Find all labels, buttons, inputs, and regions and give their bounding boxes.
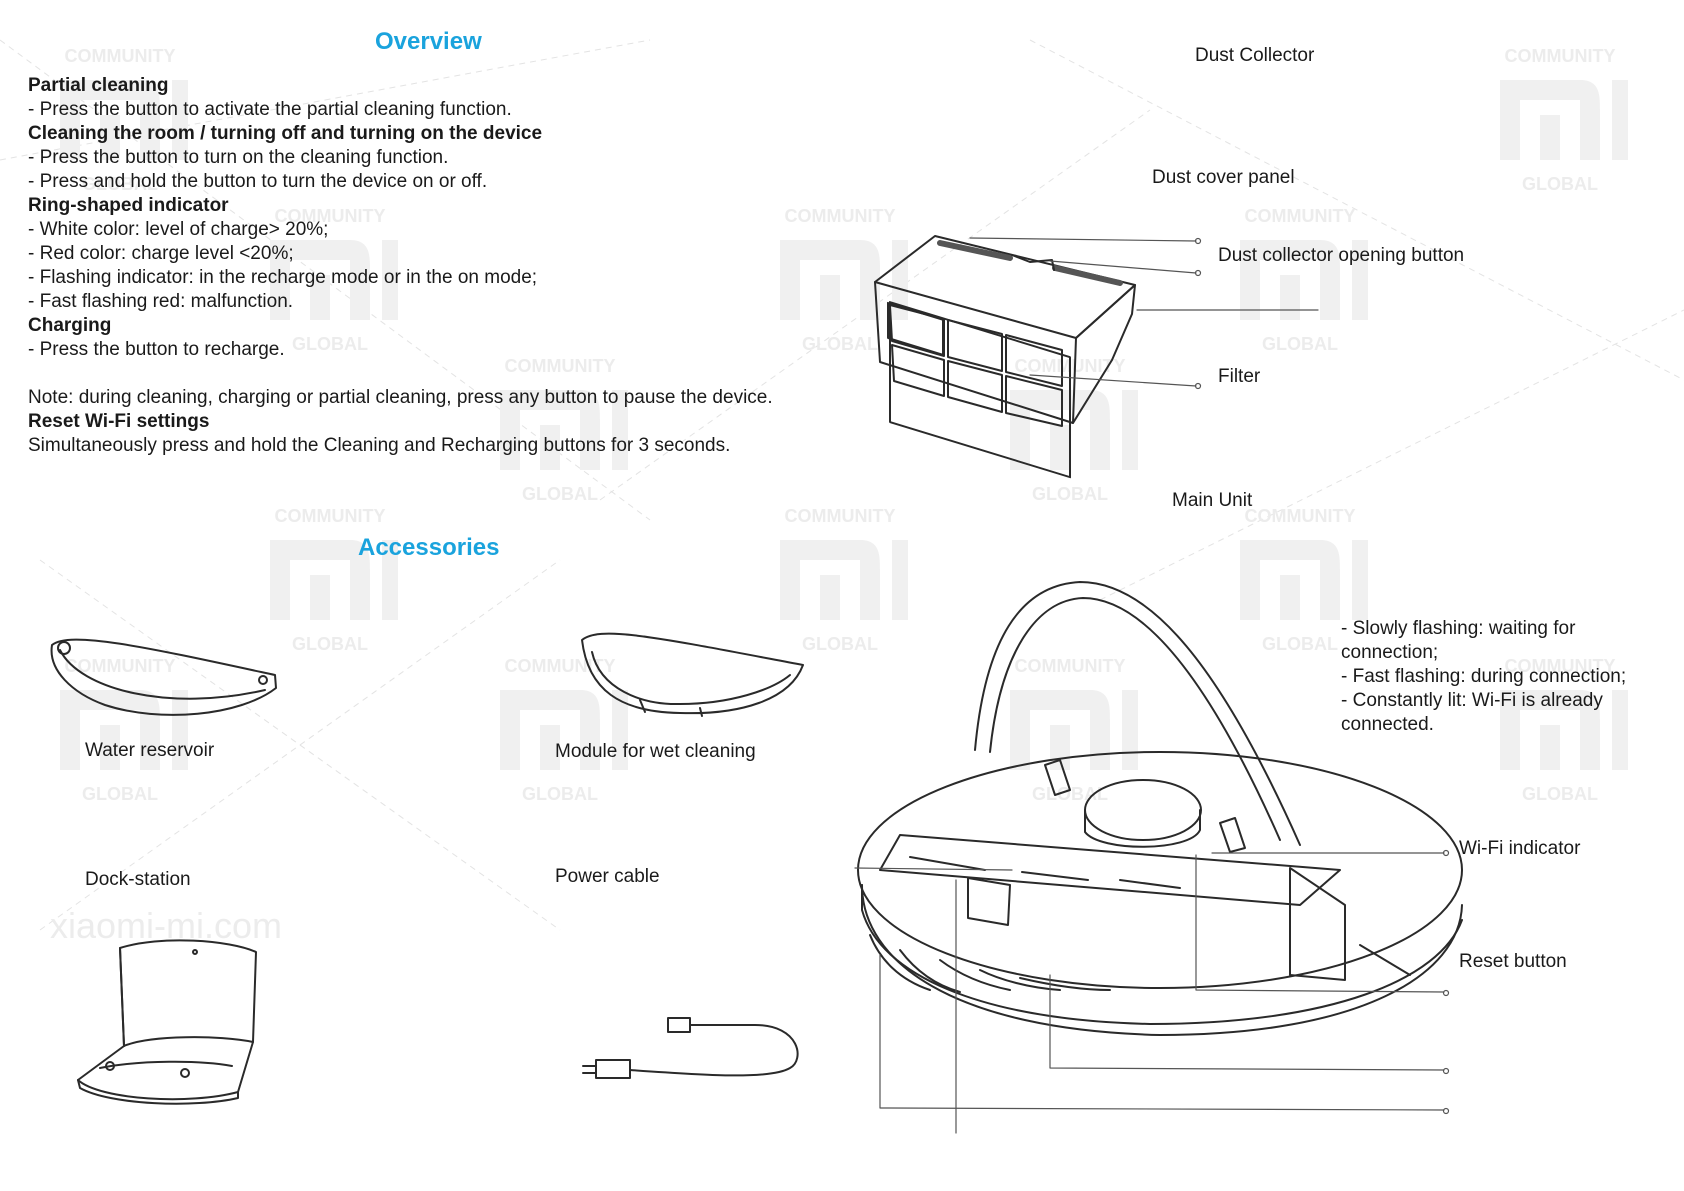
watermark-community-text: COMMUNITY	[65, 46, 176, 66]
dust-collector-title: Dust Collector	[1195, 45, 1315, 66]
main-unit-title: Main Unit	[1172, 490, 1253, 511]
dock-station-illustration	[77, 939, 257, 1105]
watermark-community-text: COMMUNITY	[505, 656, 616, 676]
mi-watermark-logo: COMMUNITY GLOBAL	[270, 506, 398, 654]
watermark-global-text: GLOBAL	[522, 784, 598, 804]
overview-line	[28, 362, 773, 386]
dust-collector-opening-button-label: Dust collector opening button	[1218, 245, 1465, 266]
power-cable-illustration	[582, 1017, 799, 1079]
overview-line: - Press the button to activate the parti…	[28, 99, 512, 120]
overview-subheading: Ring-shaped indicator	[28, 195, 229, 216]
watermark-global-text: GLOBAL	[1032, 484, 1108, 504]
watermark-community-text: COMMUNITY	[65, 656, 176, 676]
watermark-global-text: GLOBAL	[82, 174, 158, 194]
dust-collector-illustration	[874, 235, 1136, 479]
wifi-status-line: connected.	[1341, 714, 1434, 735]
mi-watermark-logo: COMMUNITY GLOBAL	[1240, 506, 1368, 654]
watermark-global-text: GLOBAL	[1262, 334, 1338, 354]
watermark-global-text: GLOBAL	[802, 634, 878, 654]
overview-line: - Flashing indicator: in the recharge mo…	[28, 267, 538, 288]
watermark-global-text: GLOBAL	[802, 334, 878, 354]
accessories-heading: Accessories	[358, 534, 500, 561]
watermark-global-text: GLOBAL	[82, 784, 158, 804]
watermark-community-text: COMMUNITY	[275, 506, 386, 526]
mi-watermark-logo: COMMUNITY GLOBAL	[270, 206, 398, 354]
mi-watermark-logo: COMMUNITY GLOBAL	[780, 506, 908, 654]
watermark-community-text: COMMUNITY	[785, 206, 896, 226]
watermark-community-text: COMMUNITY	[505, 356, 616, 376]
watermark-global-text: GLOBAL	[292, 634, 368, 654]
overview-heading: Overview	[375, 28, 482, 55]
overview-line: - Press the button to recharge.	[28, 339, 285, 360]
water-reservoir-label: Water reservoir	[85, 740, 215, 761]
overview-line: - Press the button to turn on the cleani…	[28, 147, 449, 168]
reset-button-label: Reset button	[1459, 951, 1567, 972]
overview-line: Note: during cleaning, charging or parti…	[28, 387, 773, 408]
watermark-global-text: GLOBAL	[1522, 784, 1598, 804]
watermark-global-text: GLOBAL	[1522, 174, 1598, 194]
mi-watermark-logo: COMMUNITY GLOBAL	[1500, 46, 1628, 194]
overview-subheading: Reset Wi-Fi settings	[28, 411, 210, 432]
watermark-community-text: COMMUNITY	[275, 206, 386, 226]
dock-station-label: Dock-station	[85, 869, 191, 890]
filter-label: Filter	[1218, 366, 1261, 387]
watermark-community-text: COMMUNITY	[1015, 656, 1126, 676]
dust-cover-panel-label: Dust cover panel	[1152, 167, 1295, 188]
mi-watermark-logo: COMMUNITY GLOBAL	[1240, 206, 1368, 354]
wifi-status-line: - Constantly lit: Wi-Fi is already	[1341, 690, 1603, 711]
watermark-community-text: COMMUNITY	[1245, 206, 1356, 226]
wet-module-label: Module for wet cleaning	[555, 741, 756, 762]
mi-watermark-logo: COMMUNITY GLOBAL	[60, 46, 188, 194]
watermark-global-text: GLOBAL	[292, 334, 368, 354]
overview-line: - Red color: charge level <20%;	[28, 243, 294, 264]
overview-line: Simultaneously press and hold the Cleani…	[28, 435, 731, 456]
overview-body: Partial cleaning - Press the button to ac…	[28, 74, 773, 458]
wifi-status-description: - Slowly flashing: waiting for connection…	[1341, 617, 1626, 737]
overview-line: - White color: level of charge> 20%;	[28, 219, 329, 240]
mi-watermark-logo: COMMUNITY GLOBAL	[500, 356, 628, 504]
mi-watermark-logo: COMMUNITY GLOBAL	[1500, 656, 1628, 804]
wifi-status-line: connection;	[1341, 642, 1439, 663]
watermark-site: xiaomi-mi.com	[50, 905, 282, 946]
watermark-community-text: COMMUNITY	[1505, 46, 1616, 66]
power-cable-label: Power cable	[555, 866, 660, 887]
overview-subheading: Charging	[28, 315, 112, 336]
watermark-community-text: COMMUNITY	[1245, 506, 1356, 526]
overview-line: - Fast flashing red: malfunction.	[28, 291, 294, 312]
wifi-status-line: - Fast flashing: during connection;	[1341, 666, 1627, 687]
watermark-community-text: COMMUNITY	[1505, 656, 1616, 676]
watermark-community-text: COMMUNITY	[785, 506, 896, 526]
overview-subheading: Partial cleaning	[28, 75, 169, 96]
watermark-global-text: GLOBAL	[1262, 634, 1338, 654]
wet-cleaning-module-illustration	[581, 632, 804, 717]
overview-subheading: Cleaning the room / turning off and turn…	[28, 123, 543, 144]
overview-line: - Press and hold the button to turn the …	[28, 171, 488, 192]
water-reservoir-illustration	[50, 638, 277, 716]
wifi-status-line: - Slowly flashing: waiting for	[1341, 618, 1576, 639]
wifi-indicator-label: Wi-Fi indicator	[1459, 838, 1581, 859]
mi-watermark-logo: COMMUNITY GLOBAL	[60, 656, 188, 804]
watermark-global-text: GLOBAL	[522, 484, 598, 504]
mi-watermark-logo: COMMUNITY GLOBAL	[500, 656, 628, 804]
robot-vacuum-illustration	[857, 581, 1463, 1036]
